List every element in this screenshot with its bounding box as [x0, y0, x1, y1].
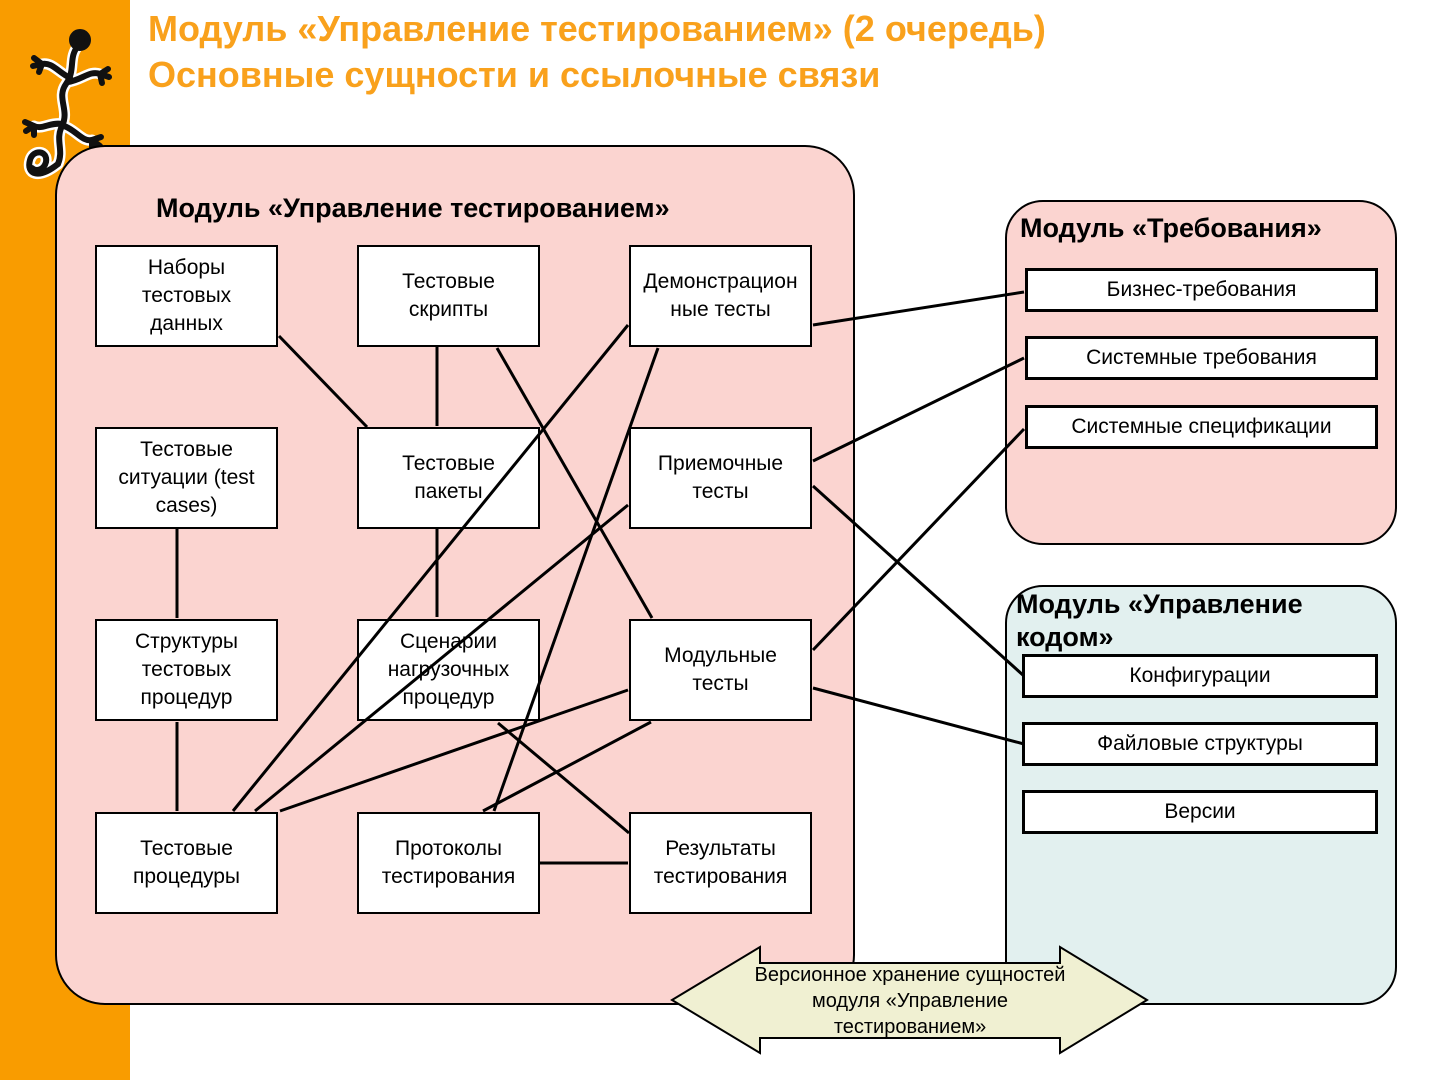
entity-box-configurations: Конфигурации: [1022, 654, 1378, 698]
entity-label: Тестовые процедуры: [132, 837, 241, 888]
slide-title: Модуль «Управление тестированием» (2 оче…: [148, 6, 1428, 98]
entity-label: Структуры тестовых процедур: [134, 630, 239, 709]
slide-title-line2: Основные сущности и ссылочные связи: [148, 54, 881, 95]
entity-box-test-data-sets: Наборы тестовых данных: [95, 245, 278, 347]
entity-box-acceptance-tests: Приемочные тесты: [629, 427, 812, 529]
entity-box-demo-tests: Демонстрацион ные тесты: [629, 245, 812, 347]
entity-box-test-protocols: Протоколы тестирования: [357, 812, 540, 914]
gecko-logo-icon: [22, 29, 112, 179]
entity-box-system-specs: Системные спецификации: [1025, 405, 1378, 449]
entity-label: Файловые структуры: [1097, 732, 1303, 755]
entity-box-test-scripts: Тестовые скрипты: [357, 245, 540, 347]
entity-box-test-cases: Тестовые ситуации (test cases): [95, 427, 278, 529]
entity-box-versions: Версии: [1022, 790, 1378, 834]
requirements-module-title: Модуль «Требования»: [1020, 213, 1322, 243]
entity-label: Результаты тестирования: [653, 837, 788, 888]
entity-label: Тестовые скрипты: [402, 270, 495, 321]
entity-label: Тестовые ситуации (test cases): [118, 438, 255, 517]
test-management-module-title: Модуль «Управление тестированием»: [156, 193, 670, 223]
code-management-module-title: Модуль «Управление кодом»: [1016, 589, 1303, 652]
entity-box-test-packages: Тестовые пакеты: [357, 427, 540, 529]
entity-box-system-reqs: Системные требования: [1025, 336, 1378, 380]
entity-box-test-proc-structures: Структуры тестовых процедур: [95, 619, 278, 721]
entity-label: Версии: [1164, 800, 1236, 823]
entity-label: Бизнес-требования: [1106, 278, 1297, 301]
entity-box-test-results: Результаты тестирования: [629, 812, 812, 914]
entity-label: Демонстрацион ные тесты: [643, 270, 798, 321]
entity-label: Системные требования: [1086, 346, 1317, 369]
entity-box-test-procedures: Тестовые процедуры: [95, 812, 278, 914]
entity-label: Тестовые пакеты: [402, 452, 495, 503]
entity-label: Конфигурации: [1129, 664, 1271, 687]
version-storage-arrow-label: Версионное хранение сущностей модуля «Уп…: [754, 964, 1066, 1038]
entity-box-business-reqs: Бизнес-требования: [1025, 268, 1378, 312]
entity-box-file-structures: Файловые структуры: [1022, 722, 1378, 766]
slide-title-line1: Модуль «Управление тестированием» (2 оче…: [148, 8, 1046, 49]
entity-box-load-scenarios: Сценарии нагрузочных процедур: [357, 619, 540, 721]
entity-label: Системные спецификации: [1071, 415, 1332, 438]
entity-label: Сценарии нагрузочных процедур: [387, 630, 510, 709]
entity-box-unit-tests: Модульные тесты: [629, 619, 812, 721]
entity-label: Модульные тесты: [664, 644, 777, 695]
entity-label: Наборы тестовых данных: [141, 256, 232, 335]
entity-label: Приемочные тесты: [657, 452, 784, 503]
entity-label: Протоколы тестирования: [381, 837, 516, 888]
